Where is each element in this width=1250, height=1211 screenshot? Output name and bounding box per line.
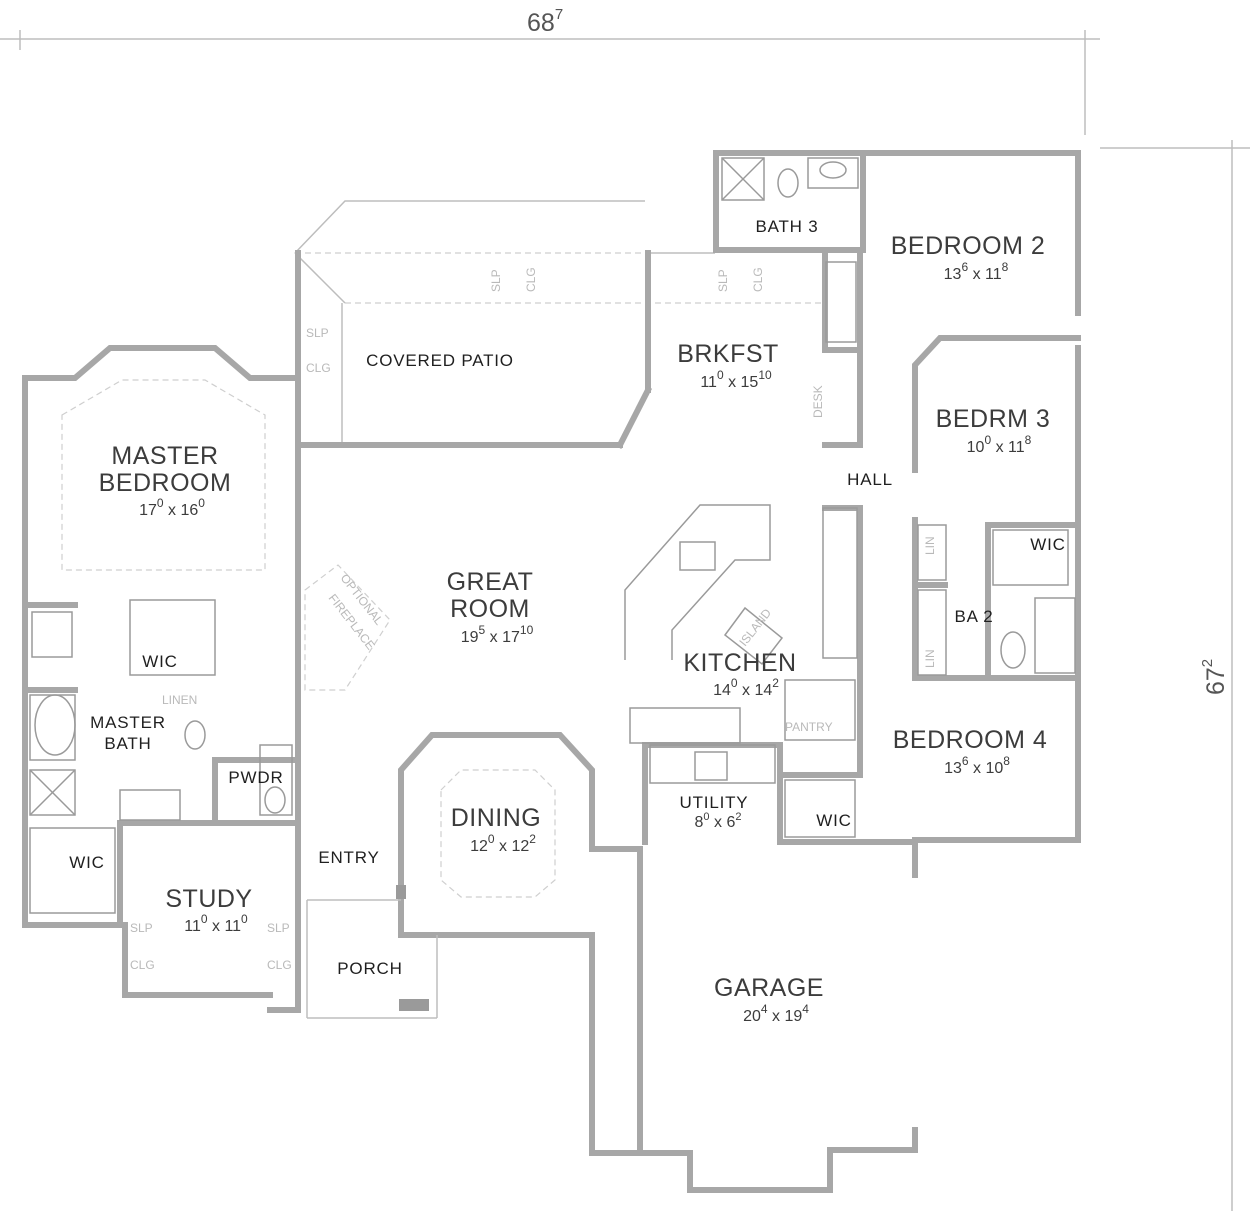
room-wic-master-label: WIC	[142, 652, 177, 671]
room-bedroom2-dims: 136 x 118	[944, 260, 1009, 283]
lin-note-lower: LIN	[923, 649, 937, 668]
room-bedroom4-label: BEDROOM 4	[893, 726, 1048, 754]
room-wic-bed4-label: WIC	[816, 811, 851, 830]
room-porch-label: PORCH	[337, 959, 402, 978]
study-clg-note-left: CLG	[130, 958, 155, 972]
room-great-room-dims: 195 x 1710	[461, 623, 534, 646]
plan-notes: SLP CLG SLP CLG SLP CLG DESK LINEN LIN L…	[130, 267, 937, 972]
room-great-room-label-2: ROOM	[450, 595, 530, 623]
room-utility-label: UTILITY	[680, 793, 749, 812]
room-master-bedroom-dims: 170 x 160	[139, 496, 205, 519]
room-study-label: STUDY	[165, 885, 252, 913]
patio-slp-note-top: SLP	[489, 269, 503, 292]
room-bedroom4-dims: 136 x 108	[944, 754, 1010, 777]
room-master-bedroom-label-1: MASTER	[111, 442, 218, 470]
room-master-bath-label-2: BATH	[104, 734, 151, 753]
room-garage-dims: 204 x 194	[743, 1002, 809, 1025]
room-garage-label: GARAGE	[714, 974, 824, 1002]
room-hall-label: HALL	[847, 470, 893, 489]
lin-note-upper: LIN	[923, 536, 937, 555]
room-great-room-label-1: GREAT	[447, 568, 534, 596]
study-clg-note-right: CLG	[267, 958, 292, 972]
room-covered-patio-label: COVERED PATIO	[366, 351, 514, 370]
desk-note: DESK	[811, 385, 825, 418]
room-study-dims: 110 x 110	[184, 912, 248, 935]
pantry-note: PANTRY	[785, 720, 833, 734]
room-entry-label: ENTRY	[318, 848, 379, 867]
patio-clg-note-top: CLG	[524, 267, 538, 292]
brkfst-clg-note: CLG	[751, 267, 765, 292]
room-ba2-label: BA 2	[954, 607, 993, 626]
room-dining-dims: 120 x 122	[470, 832, 536, 855]
room-pwdr-label: PWDR	[228, 768, 283, 787]
room-wic-bed3-label: WIC	[1030, 535, 1065, 554]
room-master-bath-label-1: MASTER	[90, 713, 166, 732]
room-brkfst-dims: 110 x 1510	[700, 368, 772, 391]
overall-dimension-lines	[0, 30, 1250, 1211]
room-brkfst-label: BRKFST	[677, 340, 779, 368]
room-kitchen-dims: 140 x 142	[713, 676, 779, 699]
linen-note: LINEN	[162, 693, 197, 707]
fixtures	[29, 157, 1076, 914]
study-slp-note-right: SLP	[267, 921, 290, 935]
patio-clg-note: CLG	[306, 361, 331, 375]
room-labels: BATH 3 BEDROOM 2 136 x 118 COVERED PATIO…	[69, 217, 1065, 1025]
room-bath3-label: BATH 3	[755, 217, 818, 236]
overall-width-label: 687	[527, 6, 563, 37]
room-wic-study-label: WIC	[69, 853, 104, 872]
room-bedrm3-dims: 100 x 118	[967, 433, 1032, 456]
room-utility-dims: 80 x 62	[695, 811, 742, 831]
overall-depth-label: 672	[1199, 659, 1230, 695]
walls	[22, 150, 1081, 1193]
room-bedrm3-label: BEDRM 3	[936, 405, 1051, 433]
room-bedroom2-label: BEDROOM 2	[891, 232, 1046, 260]
room-dining-label: DINING	[451, 804, 542, 832]
room-kitchen-label: KITCHEN	[683, 649, 796, 677]
patio-slp-note: SLP	[306, 326, 329, 340]
study-slp-note-left: SLP	[130, 921, 153, 935]
room-master-bedroom-label-2: BEDROOM	[99, 469, 232, 497]
brkfst-slp-note: SLP	[716, 269, 730, 292]
covered-patio-outline	[294, 200, 825, 443]
